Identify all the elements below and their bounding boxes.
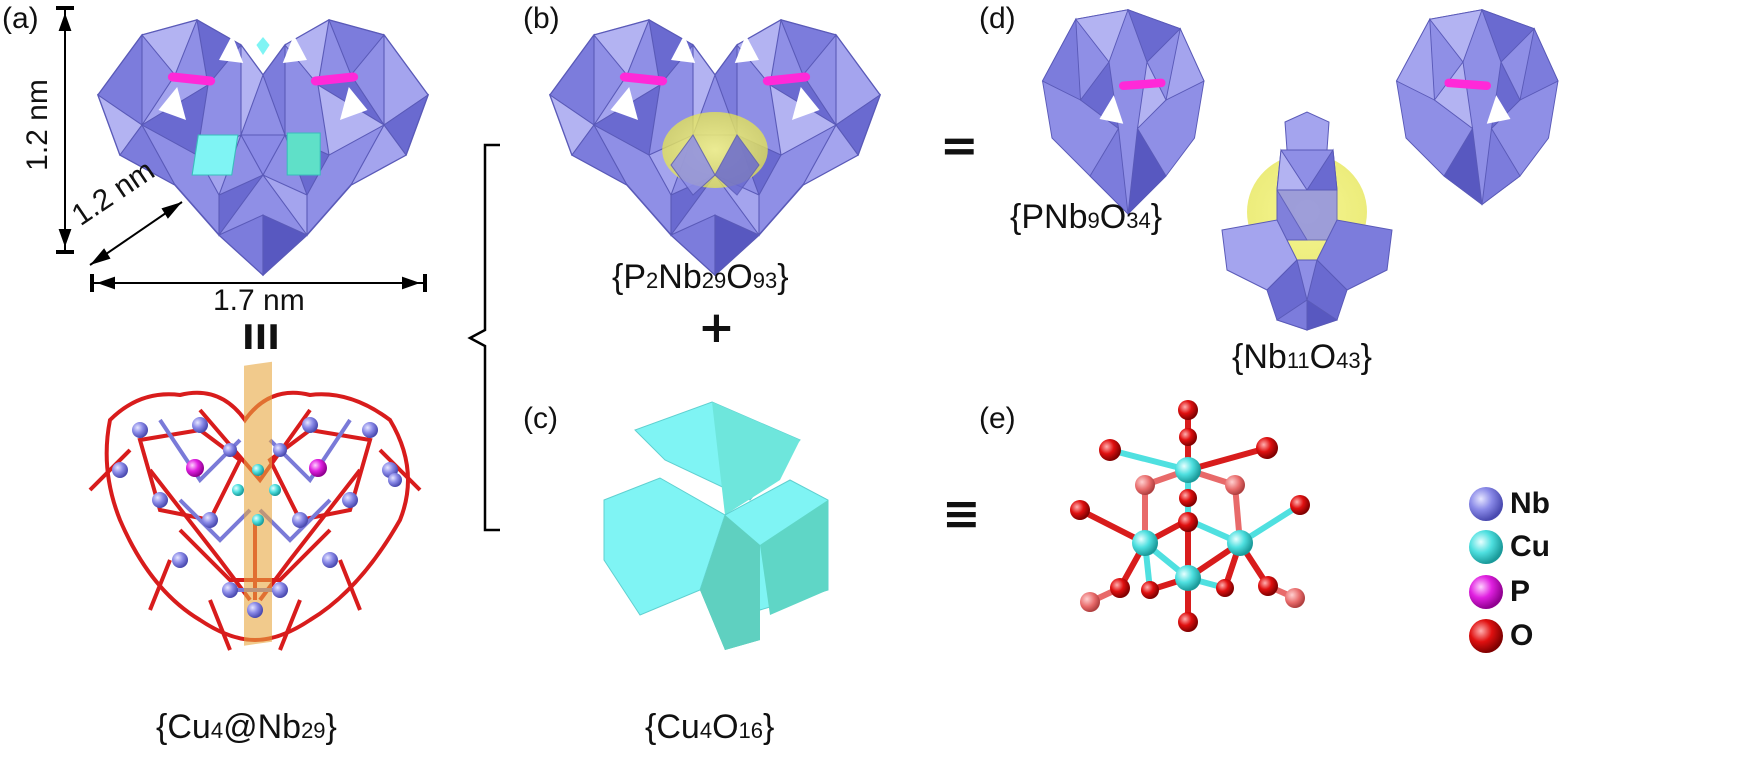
cu4o16-polyhedra (603, 401, 829, 650)
plus-symbol: + (698, 302, 735, 353)
legend-swatch-p (1469, 575, 1503, 609)
equals-symbol-d: = (940, 118, 979, 172)
dimension-lines (56, 6, 427, 292)
legend-swatch-nb (1469, 487, 1503, 521)
formula-nb11o43: {Nb11O43} (1232, 338, 1372, 376)
legend-swatch-cu (1469, 530, 1503, 564)
formula-pnb9o34: {PNb9O34} (1010, 198, 1163, 236)
legend-label-o: O (1510, 619, 1534, 652)
dim-height-label: 1.2 nm (20, 79, 54, 171)
cluster-a-ball-and-stick (88, 361, 422, 651)
formula-cu4o16: {Cu4O16} (645, 708, 775, 746)
formula-cu4-nb29: {Cu4@Nb29} (156, 708, 337, 746)
legend-swatch-o (1469, 619, 1503, 653)
cluster-a-polyhedra (97, 19, 429, 276)
cu4o16-ball-and-stick (1070, 400, 1310, 632)
formula-p2nb29o93: {P2Nb29O93} (612, 258, 789, 296)
legend-swatches (1469, 487, 1503, 653)
panel-label-e: (e) (979, 402, 1016, 435)
panel-label-b: (b) (523, 2, 560, 35)
cluster-b-polyhedra (549, 19, 881, 276)
nb11o43-fragment (1221, 111, 1393, 331)
legend-label-cu: Cu (1510, 530, 1550, 563)
bracket (467, 143, 500, 532)
dim-width-label: 1.7 nm (213, 284, 305, 317)
panel-label-d: (d) (979, 2, 1016, 35)
pnb9o34-fragment-right (1395, 8, 1559, 206)
legend-label-nb: Nb (1510, 487, 1550, 520)
equivalence-symbol-e: ≡ (942, 486, 981, 540)
equivalence-symbol-a: III (242, 318, 280, 358)
panel-label-a: (a) (2, 2, 39, 35)
pnb9o34-fragment-left (1041, 8, 1205, 216)
panel-label-c: (c) (523, 402, 558, 435)
legend-label-p: P (1510, 575, 1531, 608)
